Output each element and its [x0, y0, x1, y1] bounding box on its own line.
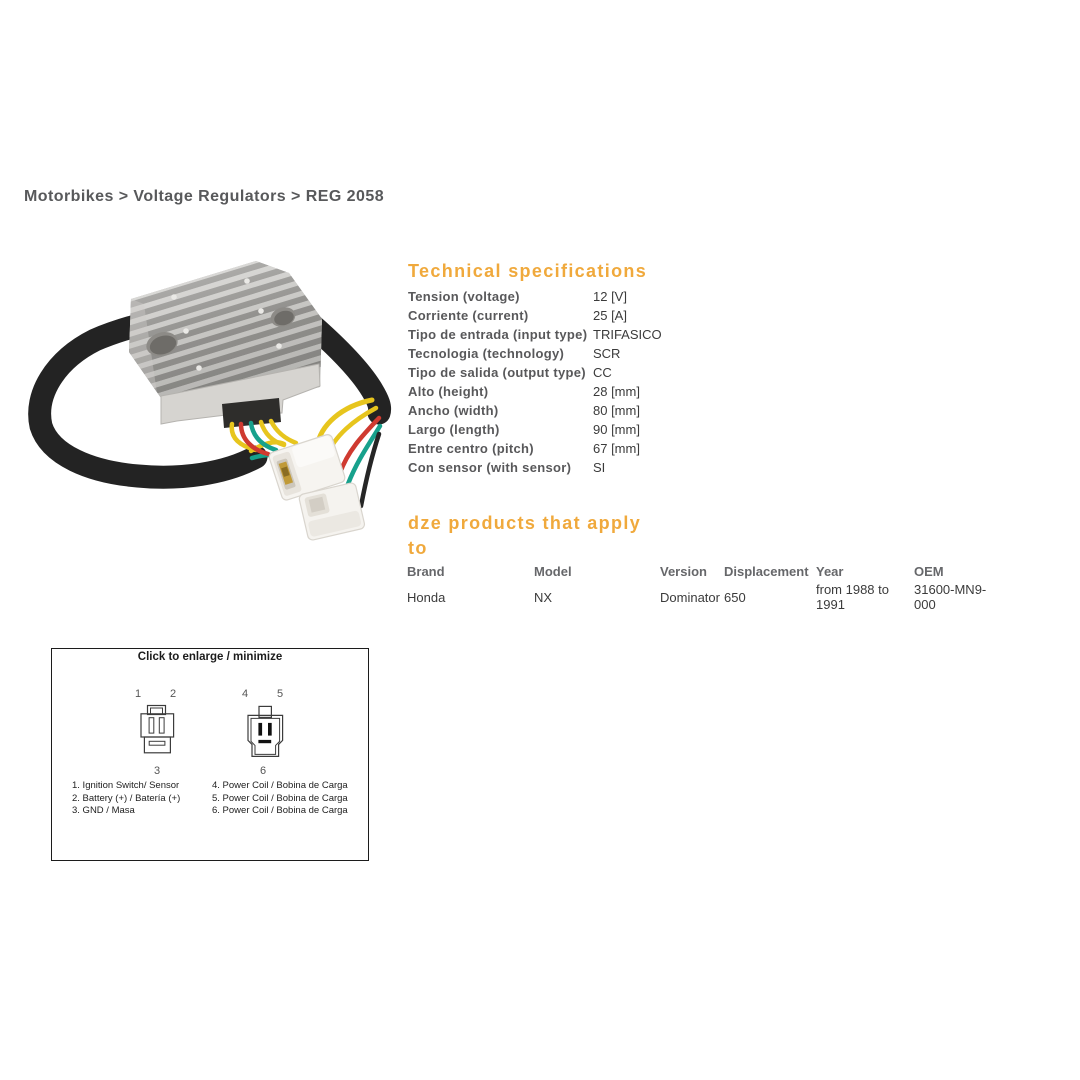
svg-text:3: 3: [154, 765, 160, 777]
svg-text:2: 2: [170, 688, 176, 700]
svg-text:5: 5: [277, 688, 283, 700]
svg-text:4: 4: [242, 688, 248, 700]
svg-text:1: 1: [135, 688, 141, 700]
svg-text:6: 6: [260, 765, 266, 777]
